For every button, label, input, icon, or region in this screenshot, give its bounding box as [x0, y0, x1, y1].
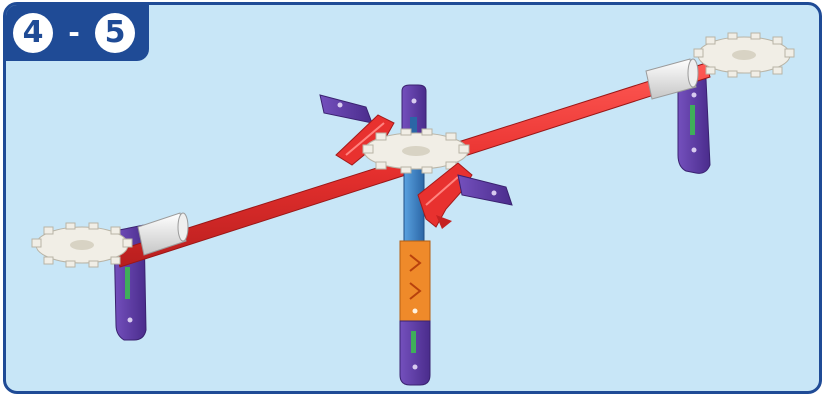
- instruction-panel: 4 - 5: [3, 2, 822, 394]
- right-white-gear: [694, 33, 794, 77]
- left-white-gear: [32, 223, 132, 267]
- model-assembly-illustration: [6, 5, 819, 391]
- center-orange-connector: [400, 241, 430, 323]
- left-white-sleeve: [138, 213, 188, 255]
- front-right-purple-arm: [458, 175, 512, 205]
- back-left-purple-arm: [320, 95, 372, 123]
- bottom-purple-post: [400, 321, 430, 385]
